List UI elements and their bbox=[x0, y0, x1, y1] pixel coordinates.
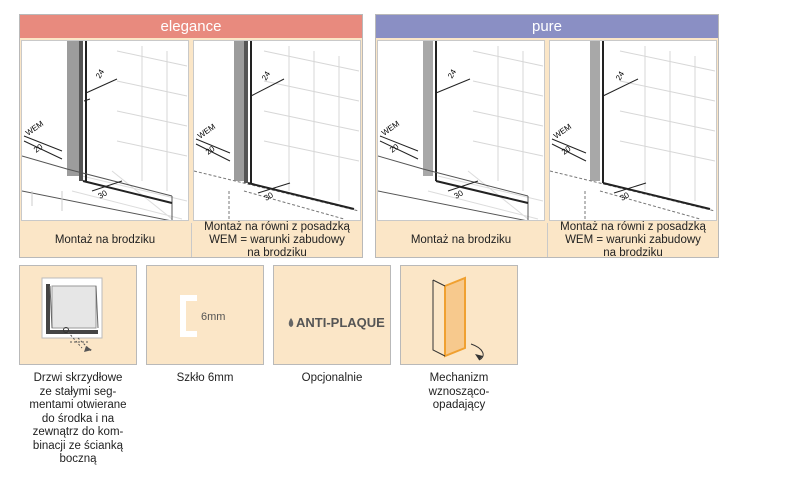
dim-30-label: 30 bbox=[97, 188, 110, 201]
caption-divider bbox=[547, 223, 548, 257]
caption-mount-on-tray: Montaż na brodziku bbox=[410, 233, 512, 246]
dim-24-label: 24 bbox=[614, 69, 627, 82]
drawing-floor-level-mount: 24 WEM 20 30 bbox=[193, 40, 361, 221]
caption-floor-level-mount: Montaż na równi z posadzką WEM = warunki… bbox=[204, 220, 350, 259]
feature-tile-anti-plaque: ANTI-PLAQUE bbox=[273, 265, 391, 365]
panel-header: elegance bbox=[20, 15, 362, 38]
panel-elegance: elegance 24 WEM 20 30 bbox=[19, 14, 363, 259]
feature-tile-door-type bbox=[19, 265, 137, 365]
dim-30-label: 30 bbox=[453, 188, 466, 201]
dim-20-label: 20 bbox=[204, 144, 217, 157]
feature-tile-lift-hinge bbox=[400, 265, 518, 365]
feature-label-anti-plaque: Opcjonalnie bbox=[301, 372, 363, 384]
anti-plaque-icon: ANTI-PLAQUE bbox=[288, 315, 385, 330]
dim-30-label: 30 bbox=[263, 190, 276, 203]
dim-wem-label: WEM bbox=[24, 119, 45, 138]
dim-24-label: 24 bbox=[260, 69, 273, 82]
dim-30-label: 30 bbox=[619, 190, 632, 203]
drawing-mount-on-tray: 24 WEM 20 30 bbox=[21, 40, 189, 221]
dim-20-label: 20 bbox=[560, 144, 573, 157]
glass-6mm-icon: 6mm bbox=[180, 295, 225, 337]
dim-wem-label: WEM bbox=[196, 122, 217, 141]
panel-pure: pure 24 WEM 20 30 24 WEM bbox=[375, 14, 719, 259]
drawing-mount-on-tray: 24 WEM 20 30 bbox=[377, 40, 545, 221]
caption-mount-on-tray: Montaż na brodziku bbox=[54, 233, 156, 246]
lift-hinge-icon bbox=[432, 276, 484, 361]
feature-tile-glass: 6mm bbox=[146, 265, 264, 365]
glass-thickness-text: 6mm bbox=[201, 311, 225, 323]
anti-plaque-text: ANTI-PLAQUE bbox=[296, 315, 385, 330]
door-segment-diagram-icon bbox=[41, 277, 103, 353]
drawing-floor-level-mount: 24 WEM 20 30 bbox=[549, 40, 717, 221]
dim-wem-label: WEM bbox=[552, 122, 573, 141]
feature-label-glass: Szkło 6mm bbox=[176, 372, 234, 384]
dim-24-label: 24 bbox=[446, 67, 459, 80]
panel-header: pure bbox=[376, 15, 718, 38]
feature-label-door-type: Drzwi skrzydłowe ze stałymi seg- mentami… bbox=[29, 372, 127, 465]
caption-floor-level-mount: Montaż na równi z posadzką WEM = warunki… bbox=[560, 220, 706, 259]
dim-24-label: 24 bbox=[94, 67, 107, 80]
caption-divider bbox=[191, 223, 192, 257]
feature-label-lift-hinge: Mechanizm wznosząco- opadający bbox=[428, 372, 490, 411]
dim-wem-label: WEM bbox=[380, 119, 401, 138]
